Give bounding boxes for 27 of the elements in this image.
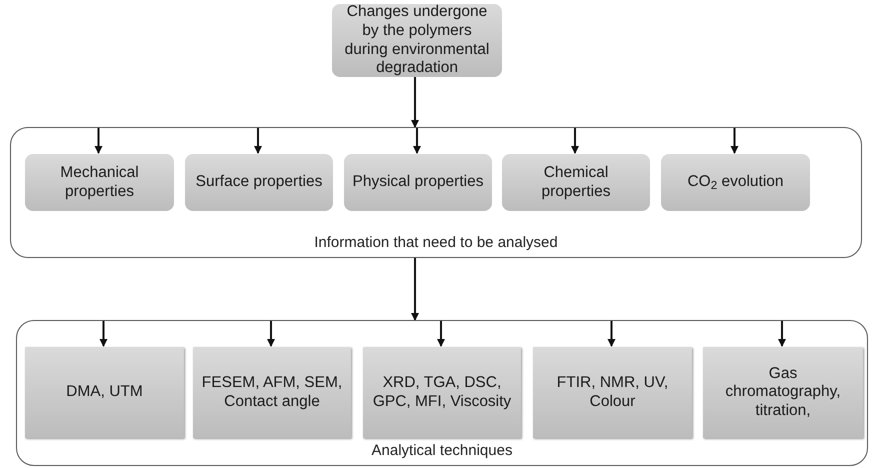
process-box: XRD, TGA, DSC, GPC, MFI, Viscosity (363, 347, 521, 438)
arrow (267, 320, 275, 347)
process-box: Changes undergone by the polymers during environmental degradation (332, 4, 502, 77)
process-box: Physical properties (344, 154, 492, 211)
process-box: Mechanical properties (25, 154, 174, 211)
arrow (730, 127, 738, 154)
arrow (571, 127, 579, 154)
process-box: FTIR, NMR, UV, Colour (533, 347, 692, 438)
arrow (100, 320, 108, 347)
arrow (411, 258, 419, 321)
arrow (413, 127, 421, 154)
group-frame (10, 127, 862, 258)
group-title: Analytical techniques (370, 442, 514, 461)
group-frame (16, 320, 868, 466)
group-title: Information that need to be analysed (313, 234, 559, 253)
arrow (94, 127, 102, 154)
arrow (608, 320, 616, 347)
arrow (437, 320, 445, 347)
process-box: CO$_{2}$ evolution (661, 154, 810, 211)
process-box: Surface properties (185, 154, 333, 211)
process-box: Gas chromatography, titration, (703, 347, 863, 438)
arrow (411, 77, 419, 128)
process-box: Chemical properties (502, 154, 650, 211)
arrow (254, 127, 262, 154)
process-box: DMA, UTM (25, 347, 184, 438)
arrow (778, 320, 786, 347)
process-box: FESEM, AFM, SEM, Contact angle (193, 347, 351, 438)
